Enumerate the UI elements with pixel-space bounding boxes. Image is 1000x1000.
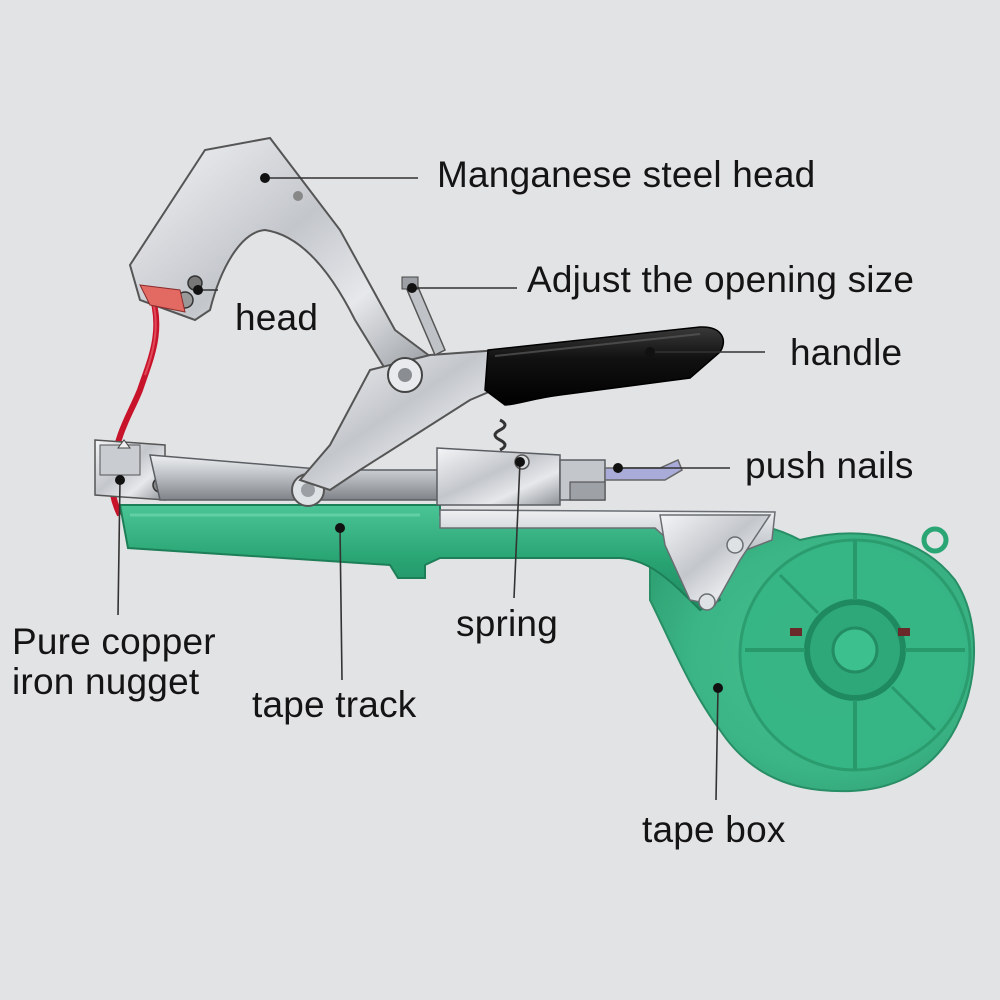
- label-tape-track: tape track: [252, 684, 417, 725]
- label-head: head: [235, 297, 319, 338]
- label-adjust-opening-size: Adjust the opening size: [527, 259, 915, 300]
- handle-arm: [298, 348, 507, 492]
- label-manganese-steel-head: Manganese steel head: [437, 154, 816, 195]
- label-copper-line2: iron nugget: [12, 660, 200, 702]
- label-push-nails: push nails: [745, 445, 914, 486]
- label-tape-box: tape box: [642, 809, 786, 850]
- steel-head: [128, 136, 437, 387]
- lower-arm: [149, 454, 441, 507]
- leader-lines: [115, 173, 765, 801]
- label-copper-line1: Pure copper: [12, 621, 216, 662]
- steel-track-plate: [439, 509, 776, 611]
- handle-grip: [484, 326, 725, 406]
- tape-box: [649, 518, 976, 793]
- label-spring: spring: [456, 603, 558, 644]
- label-pure-copper-iron-nugget: Pure copper iron nugget: [12, 622, 216, 702]
- label-handle: handle: [790, 332, 903, 373]
- spring-block: [436, 447, 606, 506]
- spring-coil: [493, 418, 507, 452]
